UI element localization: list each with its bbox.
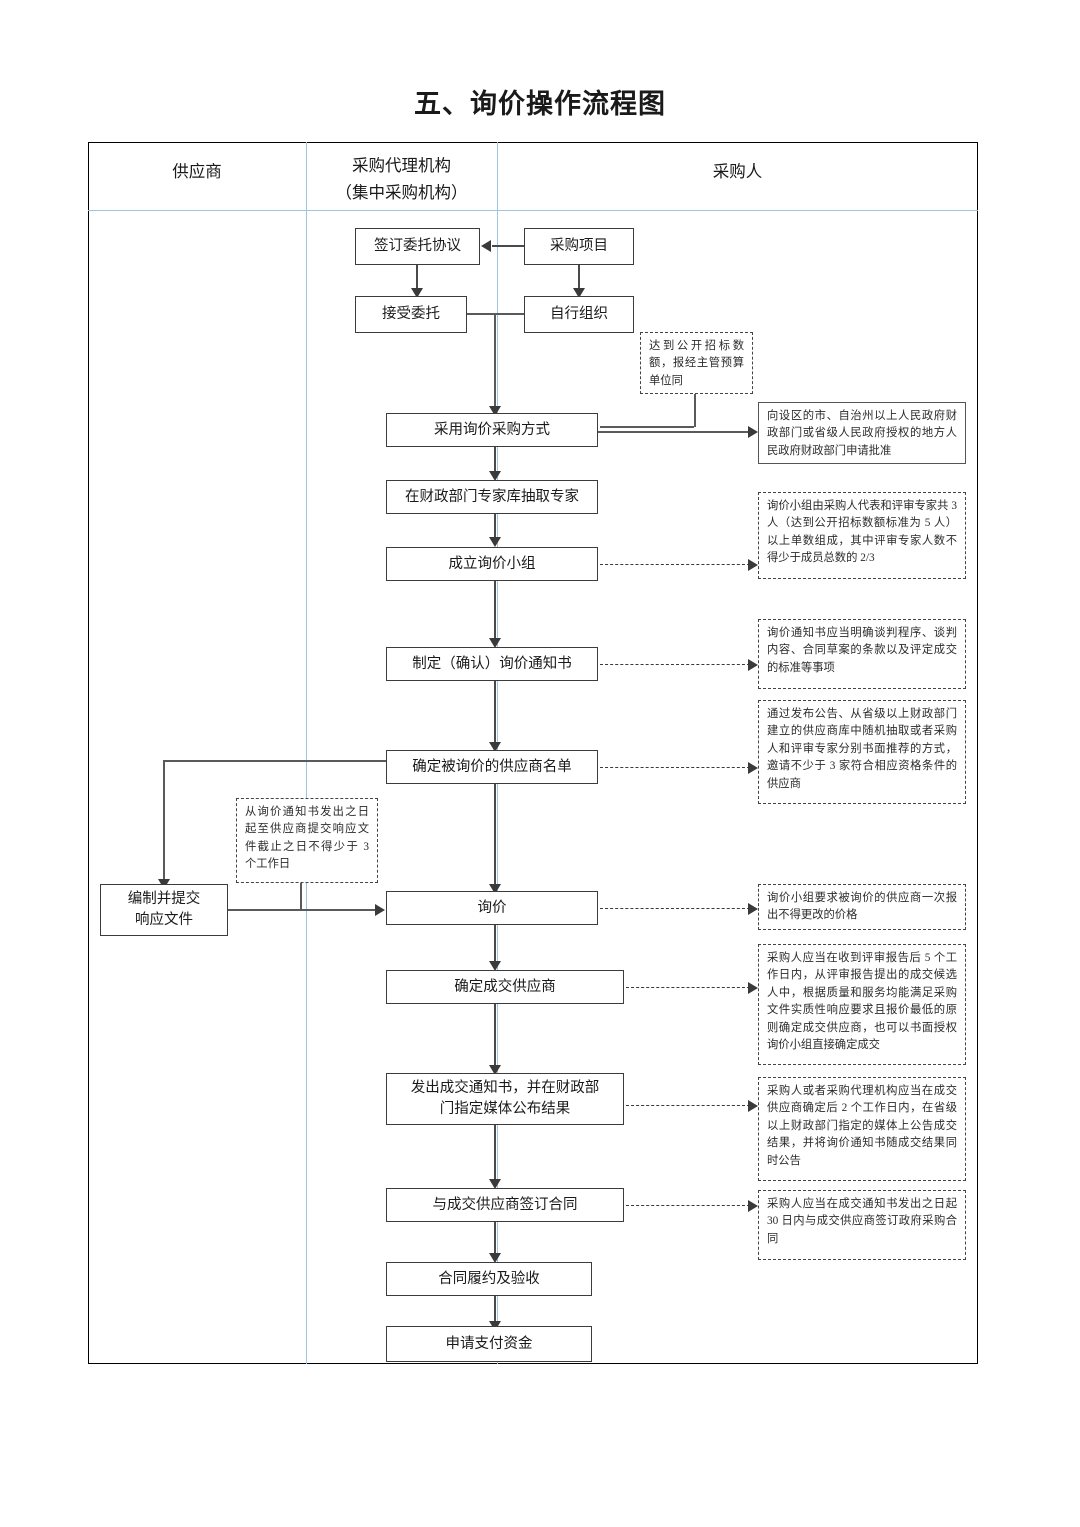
connector-sign-to-accept	[416, 265, 418, 292]
connector-join-down	[494, 313, 496, 413]
note-open-tender-amount: 达到公开招标数额，报经主管预算单位同	[640, 332, 753, 394]
arrowhead-response-to-inquiry	[375, 904, 385, 916]
node-prepare-response-line1: 编制并提交	[127, 891, 201, 907]
arrowhead-project-to-self	[573, 288, 585, 298]
arrowhead-group-to-note	[748, 559, 758, 571]
node-draw-experts[interactable]: 在财政部门专家库抽取专家	[386, 480, 598, 514]
note-group-composition: 询价小组由采购人代表和评审专家共 3 人（达到公开招标数额标准为 5 人）以上单…	[758, 492, 966, 579]
connector-list-to-supplier-h	[163, 760, 386, 762]
note-one-time-quote: 询价小组要求被询价的供应商一次报出不得更改的价格	[758, 884, 966, 930]
node-accept-entrust[interactable]: 接受委托	[355, 296, 467, 333]
lane-title-agency: 采购代理机构 （集中采购机构）	[306, 152, 497, 206]
arrowhead-notice-to-note	[748, 659, 758, 671]
arrowhead-group-to-notice	[489, 638, 501, 648]
lane-header-rule-right	[497, 210, 978, 212]
node-form-group[interactable]: 成立询价小组	[386, 547, 598, 581]
connector-winner-to-note	[626, 987, 750, 988]
note-invite-suppliers: 通过发布公告、从省级以上财政部门建立的供应商库中随机抽取或者采购人和评审专家分别…	[758, 700, 966, 804]
connector-group-to-note	[600, 564, 750, 565]
node-prepare-response[interactable]: 编制并提交 响应文件	[100, 884, 228, 936]
lane-title-supplier-label: 供应商	[172, 162, 222, 181]
arrowhead-adopt-to-approval	[748, 426, 758, 438]
connector-issue-to-contract	[494, 1125, 496, 1183]
node-issue-notice-line1: 发出成交通知书，并在财政部	[410, 1080, 600, 1096]
arrowhead-list-to-inquiry	[489, 884, 501, 894]
connector-note-amount-left	[600, 426, 694, 428]
page-title: 五、询价操作流程图	[414, 89, 666, 119]
connector-list-to-supplier-v	[163, 760, 165, 883]
connector-list-to-inquiry	[494, 784, 496, 888]
arrowhead-adopt-to-experts	[489, 471, 501, 481]
node-determine-list[interactable]: 确定被询价的供应商名单	[386, 750, 598, 784]
connector-group-to-notice	[494, 581, 496, 643]
node-adopt-inquiry[interactable]: 采用询价采购方式	[386, 413, 598, 447]
arrowhead-inquiry-to-winner	[489, 961, 501, 971]
connector-contract-to-perform	[494, 1222, 496, 1257]
connector-list-to-note	[600, 767, 750, 768]
connector-inquiry-to-note	[600, 908, 750, 909]
lane-header-rule-left	[88, 210, 306, 212]
arrowhead-join-to-adopt	[489, 406, 501, 416]
node-perform-accept[interactable]: 合同履约及验收	[386, 1262, 592, 1296]
arrowhead-inquiry-to-note	[748, 903, 758, 915]
connector-note-deadline-down	[300, 883, 302, 909]
node-self-organize[interactable]: 自行组织	[524, 296, 634, 333]
arrowhead-project-to-sign	[481, 240, 491, 252]
connector-issue-to-note	[626, 1105, 750, 1106]
node-determine-winner[interactable]: 确定成交供应商	[386, 970, 624, 1004]
note-apply-approval: 向设区的市、自治州以上人民政府财政部门或省级人民政府授权的地方人民政府财政部门申…	[758, 402, 966, 464]
lane-title-purchaser: 采购人	[497, 158, 978, 185]
note-notice-content: 询价通知书应当明确谈判程序、谈判内容、合同草案的条款以及评定成交的标准等事项	[758, 619, 966, 689]
arrowhead-contract-to-perform	[489, 1253, 501, 1263]
lane-title-supplier: 供应商	[88, 158, 306, 185]
node-inquiry[interactable]: 询价	[386, 891, 598, 925]
arrowhead-experts-to-group	[489, 537, 501, 547]
connector-response-to-inquiry	[228, 909, 378, 911]
connector-inquiry-to-winner	[494, 925, 496, 966]
arrowhead-contract-to-note	[748, 1200, 758, 1212]
arrowhead-issue-to-contract	[489, 1179, 501, 1189]
connector-project-to-sign	[492, 245, 524, 247]
lane-header-rule-mid	[306, 210, 497, 212]
lane-title-agency-label: 采购代理机构	[352, 156, 451, 175]
node-make-notice[interactable]: 制定（确认）询价通知书	[386, 647, 598, 681]
node-apply-payment[interactable]: 申请支付资金	[386, 1326, 592, 1362]
connector-adopt-to-experts	[494, 447, 496, 475]
arrowhead-sign-to-accept	[411, 288, 423, 298]
connector-notice-to-list	[494, 681, 496, 746]
lane-title-purchaser-label: 采购人	[712, 162, 763, 181]
node-issue-notice[interactable]: 发出成交通知书，并在财政部 门指定媒体公布结果	[386, 1073, 624, 1125]
arrowhead-winner-to-note	[748, 982, 758, 994]
connector-project-to-self	[578, 265, 580, 292]
node-sign-entrust[interactable]: 签订委托协议	[355, 228, 480, 265]
lane-separator-1	[306, 142, 308, 1364]
note-determine-winner-rule: 采购人应当在收到评审报告后 5 个工作日内，从评审报告提出的成交候选人中，根据质…	[758, 944, 966, 1065]
arrowhead-list-to-note	[748, 762, 758, 774]
node-issue-notice-line2: 门指定媒体公布结果	[439, 1101, 571, 1117]
arrowhead-issue-to-note	[748, 1100, 758, 1112]
connector-note-amount-down	[694, 394, 696, 427]
connector-notice-to-note	[600, 664, 750, 665]
connector-adopt-to-approval	[598, 431, 752, 433]
arrowhead-notice-to-list	[489, 742, 501, 752]
note-contract-30days: 采购人应当在成交通知书发出之日起 30 日内与成交供应商签订政府采购合同	[758, 1190, 966, 1260]
arrowhead-winner-to-issue	[489, 1065, 501, 1075]
connector-winner-to-issue	[494, 1004, 496, 1070]
node-prepare-response-line2: 响应文件	[135, 912, 193, 928]
node-sign-contract[interactable]: 与成交供应商签订合同	[386, 1188, 624, 1222]
connector-contract-to-note	[626, 1205, 750, 1206]
node-purchase-project[interactable]: 采购项目	[524, 228, 634, 265]
note-announce-result: 采购人或者采购代理机构应当在成交供应商确定后 2 个工作日内，在省级以上财政部门…	[758, 1077, 966, 1181]
note-response-deadline: 从询价通知书发出之日起至供应商提交响应文件截止之日不得少于 3 个工作日	[236, 798, 378, 883]
lane-title-agency-sublabel: （集中采购机构）	[335, 183, 468, 202]
connector-perform-to-payment	[494, 1296, 496, 1325]
connector-experts-to-group	[494, 514, 496, 542]
